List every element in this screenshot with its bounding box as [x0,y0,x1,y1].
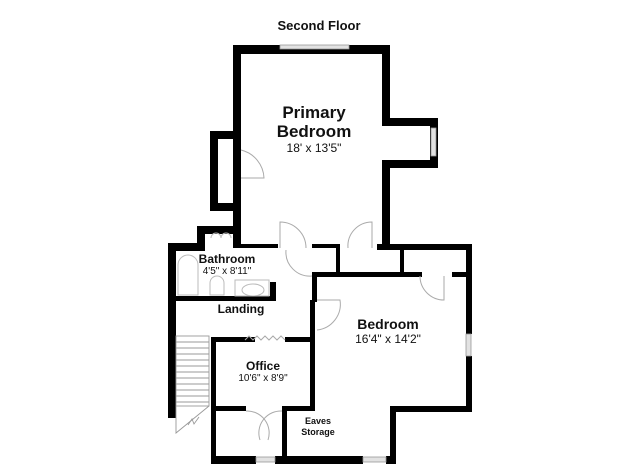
room-dimensions: 4'5" x 8'11" [202,266,252,277]
room-name: Bedroom [357,316,419,332]
room-name: Landing [217,302,265,316]
room-dimensions: 18' x 13'5" [286,141,342,155]
bathtub-icon [177,254,199,296]
room-name: Office [245,359,281,373]
room-name: Bedroom [276,122,352,141]
sink-icon [241,283,265,297]
room-name: Eaves [304,416,332,426]
window-top [279,44,350,50]
room-name: Primary [282,103,346,122]
room-label-landing: Landing [218,303,265,316]
doors [240,149,445,441]
page-title: Second Floor [277,18,361,33]
window-primary-right [430,127,437,157]
fixtures [177,232,270,297]
room-name: Bathroom [198,252,256,266]
room-label-bedroom: Bedroom 16'4" x 14'2" [355,316,421,346]
window-bedroom-right [465,333,472,357]
windows [255,44,472,463]
room-label-bathroom: Bathroom 4'5" x 8'11" [199,253,256,278]
room-label-eaves-storage: Eaves Storage [301,416,335,438]
room-dimensions: 10'6" x 8'9" [238,373,288,384]
window-office [255,456,276,463]
stairs-icon [175,335,210,434]
room-dimensions: 16'4" x 14'2" [355,332,421,346]
room-label-primary-bedroom: Primary Bedroom 18' x 13'5" [277,103,352,155]
room-label-office: Office 10'6" x 8'9" [238,360,287,385]
walls [168,45,472,464]
window-bedroom-bottom [362,456,387,463]
room-name: Storage [301,427,335,437]
toilet-icon [209,275,225,296]
